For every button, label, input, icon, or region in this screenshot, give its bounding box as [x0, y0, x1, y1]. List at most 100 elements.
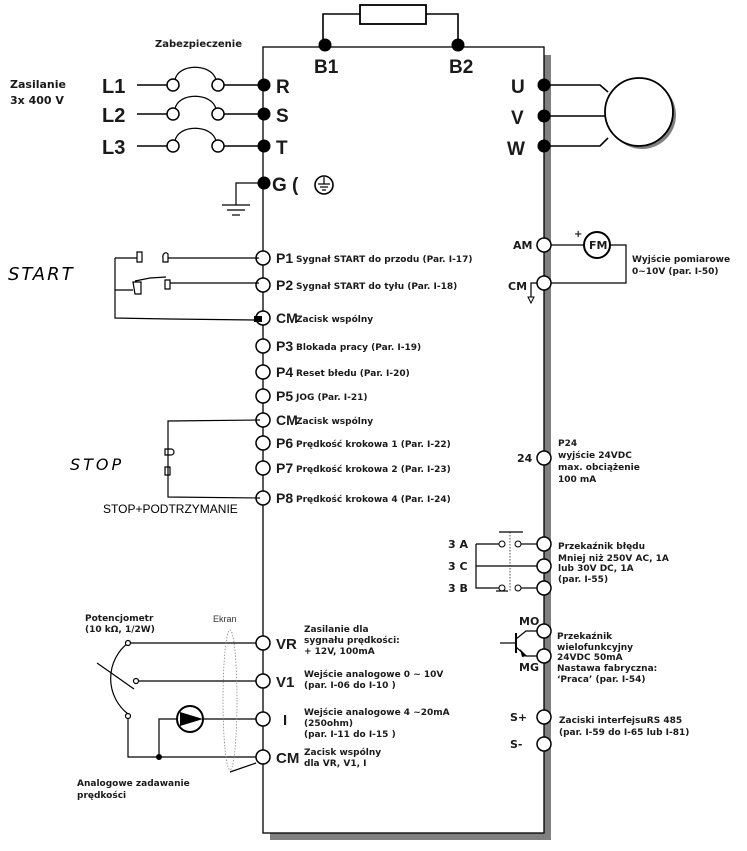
terminal-label: CM — [276, 310, 298, 326]
terminal-desc: sygnału prędkości: — [304, 635, 400, 646]
terminal-3a: 3 A — [448, 538, 468, 551]
terminal-circle — [255, 364, 271, 380]
box-shadow-bottom — [270, 833, 551, 840]
terminal-s-minus — [536, 736, 552, 752]
p24-desc-2: wyjście 24VDC — [558, 450, 632, 461]
box-shadow-right — [544, 55, 551, 840]
p24-desc-4: 100 mA — [558, 475, 596, 485]
terminal-cm-out: CM — [508, 280, 527, 293]
terminal-circle — [255, 635, 271, 651]
terminal-label: P2 — [276, 277, 293, 293]
fuse-label: Zabezpieczenie — [155, 39, 242, 50]
terminal-label: P7 — [276, 460, 293, 476]
multi-relay-desc-3: 24VDC 50mA — [557, 653, 623, 663]
terminal-circle — [255, 749, 271, 765]
terminal-desc: Prędkość krokowa 2 (Par. I-23) — [296, 464, 451, 475]
terminal-24 — [536, 450, 552, 466]
p24-desc-1: P24 — [558, 439, 577, 449]
motor — [537, 77, 676, 153]
terminal-desc: (par. I-11 do I-15 ) — [304, 730, 396, 740]
stop-switch — [164, 419, 261, 499]
braking-resistor — [318, 4, 465, 52]
supply-label: Zasilanie — [10, 78, 66, 91]
terminal-desc: Zacisk wspólny — [296, 416, 373, 427]
terminal-desc: Zacisk wspólny — [296, 314, 373, 325]
rs485-desc-1: Zaciski interfejsuRS 485 — [559, 716, 682, 726]
terminal-desc: (par. I-06 do I-10 ) — [304, 681, 396, 691]
terminal-circle — [255, 277, 271, 293]
terminal-3c: 3 C — [448, 560, 468, 573]
fuse-icon — [174, 66, 217, 81]
terminal-circle — [255, 338, 271, 354]
terminal-desc: Zacisk wspólny — [304, 747, 381, 758]
analog-output-wiring — [527, 231, 627, 305]
terminal-g: G ( — [272, 175, 299, 196]
terminal-label: P6 — [276, 435, 293, 451]
terminal-s-minus-label: S- — [510, 738, 523, 751]
terminal-desc: Wejście analogowe 4 ~20mA — [304, 707, 450, 718]
line-label: L1 — [102, 76, 125, 98]
screen-label: Ekran — [213, 614, 237, 624]
fm-plus: + — [574, 229, 582, 240]
terminal-circle — [255, 673, 271, 689]
p24-desc-3: max. obciążenie — [558, 463, 640, 473]
fm-meter-label: FM — [589, 239, 607, 252]
line-label: L2 — [102, 105, 125, 127]
terminal-t: T — [276, 138, 288, 159]
terminal-r: R — [276, 77, 290, 98]
analog-footer-2: prędkości — [77, 790, 126, 801]
terminal-label: CM — [276, 412, 298, 428]
terminal-label: CM — [276, 750, 299, 767]
supply-voltage: 3x 400 V — [10, 94, 64, 107]
terminal-mg: MG — [519, 661, 539, 674]
terminal-w: W — [507, 139, 525, 160]
stop-label: STOP — [70, 455, 124, 474]
fault-relay-desc-2: Mniej niż 250V AC, 1A — [558, 554, 669, 564]
terminal-circle — [255, 711, 271, 727]
terminal-desc: Prędkość krokowa 1 (Par. I-22) — [296, 439, 451, 450]
terminal-circle — [255, 388, 271, 404]
terminal-label: P3 — [276, 338, 293, 354]
pot-label-1: Potencjometr — [85, 614, 154, 624]
analog-footer-1: Analogowe zadawanie — [77, 779, 190, 789]
terminal-circle — [255, 460, 271, 476]
terminal-circle — [255, 435, 271, 451]
terminal-desc: JOG (Par. I-21) — [295, 393, 368, 403]
start-label: START — [8, 264, 75, 285]
fault-relay-wiring — [475, 531, 552, 596]
terminal-s-plus — [536, 709, 552, 725]
rs485-desc-2: (par. I-59 do I-65 lub I-81) — [559, 728, 689, 738]
terminal-label: P5 — [276, 388, 293, 404]
terminal-label: P1 — [276, 250, 293, 266]
terminal-mo: MO — [519, 615, 539, 628]
terminal-desc: Wejście analogowe 0 ~ 10V — [304, 669, 443, 680]
terminal-desc: dla VR, V1, I — [304, 759, 366, 769]
terminal-u: U — [511, 77, 525, 98]
line-label: L3 — [102, 137, 125, 159]
terminal-desc: Zasilanie dla — [304, 625, 369, 635]
terminal-label: I — [283, 712, 287, 729]
multi-relay-desc-5: ‘Praca’ (par. I-54) — [557, 675, 646, 685]
power-line-l3: L3 T — [102, 127, 288, 159]
earth-icon — [314, 175, 334, 195]
terminal-label: P4 — [276, 364, 293, 380]
terminal-label: VR — [276, 636, 297, 653]
terminal-24-label: 24 — [517, 452, 533, 465]
fault-relay-desc-4: (par. I-55) — [558, 575, 608, 585]
terminal-b2: B2 — [449, 57, 473, 78]
terminal-desc: Prędkość krokowa 4 (Par. I-24) — [296, 494, 451, 505]
terminal-desc: + 12V, 100mA — [304, 647, 375, 657]
fault-relay-desc-1: Przekaźnik błędu — [558, 542, 645, 552]
